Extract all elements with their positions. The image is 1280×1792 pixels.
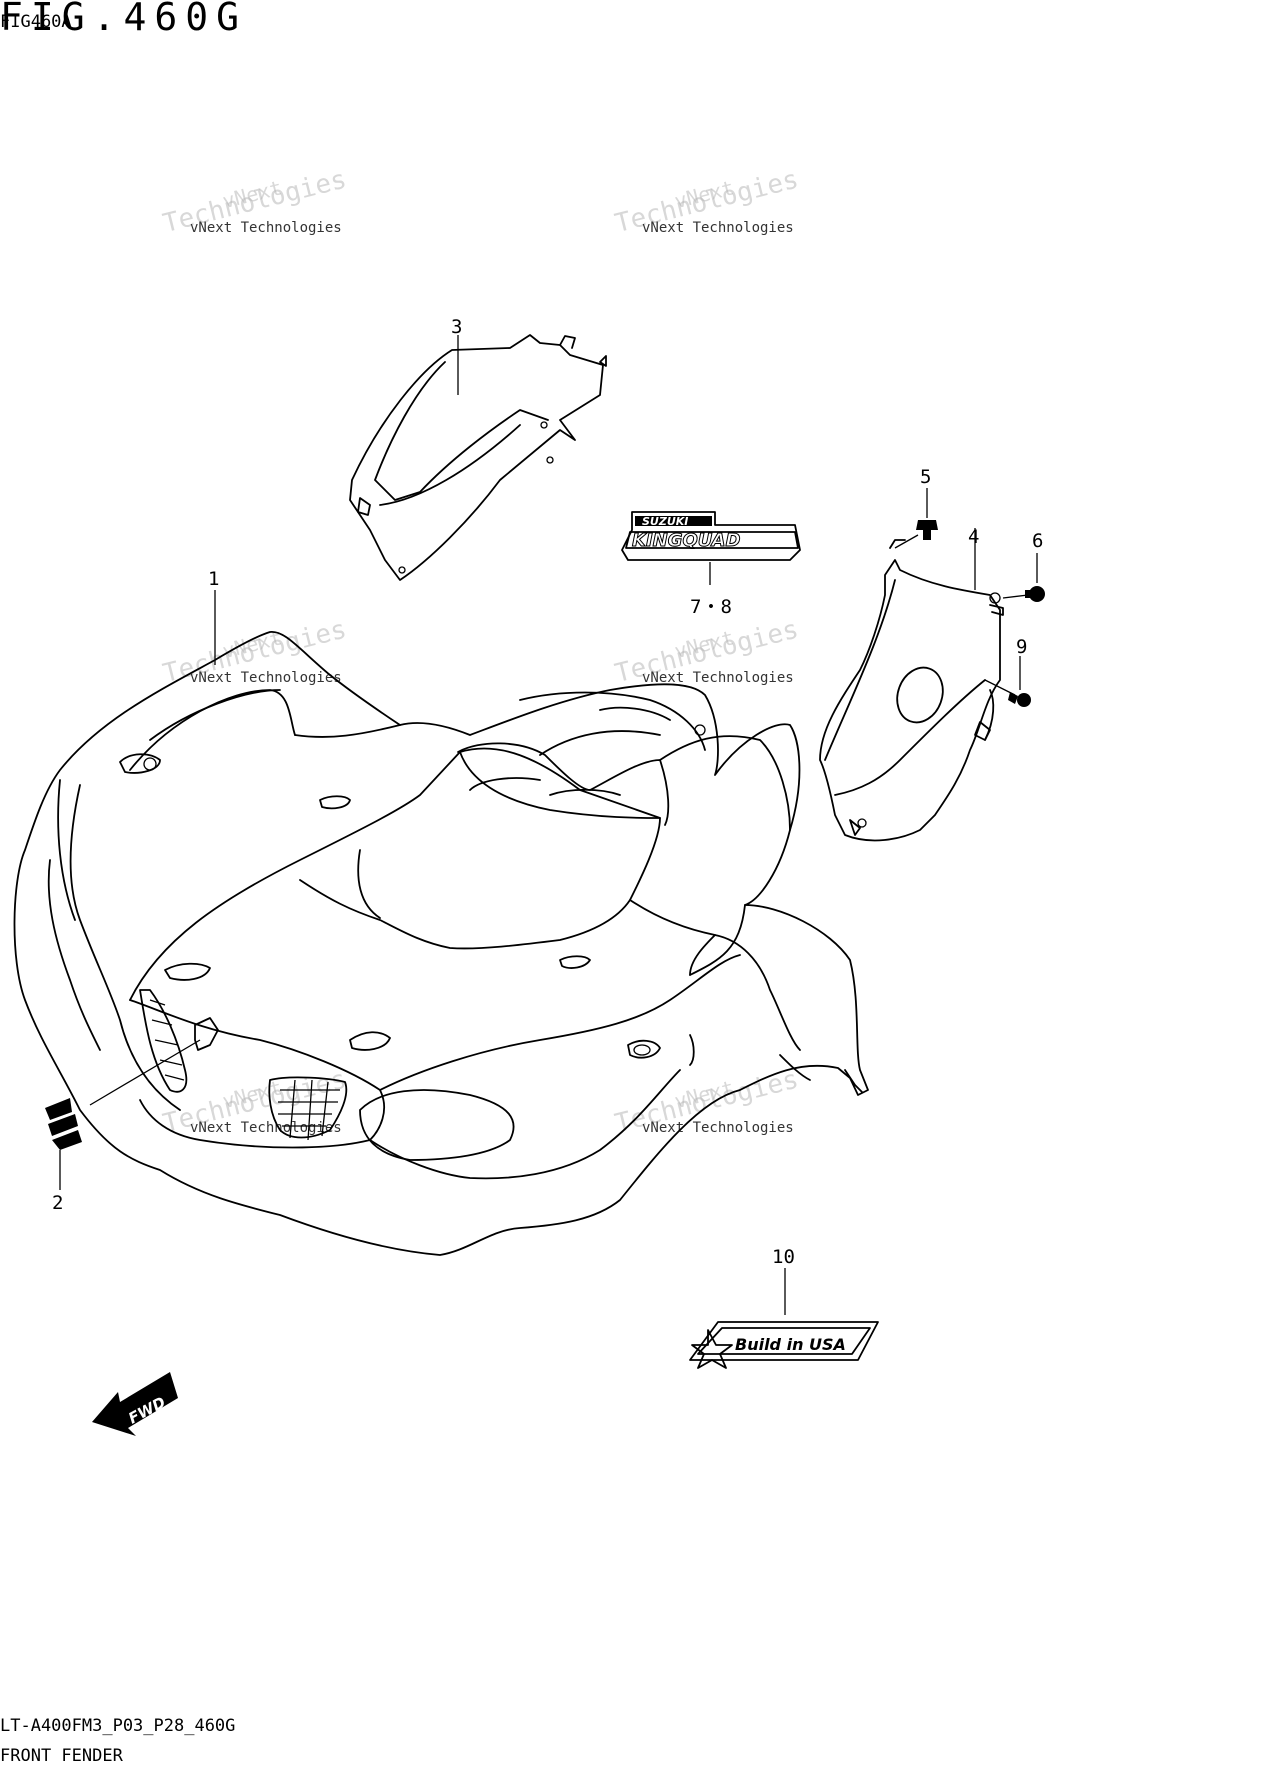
callout-7-8: 7・8 [690,596,732,618]
decal-kingquad: SUZUKI KINGQUAD [621,511,801,585]
figure-title: FIG.460G [0,0,248,39]
part-1-front-fender [13,631,869,1256]
decal-build-in-usa: Build in USA [689,1268,879,1369]
svg-text:SUZUKI: SUZUKI [642,515,688,528]
svg-text:KINGQUAD: KINGQUAD [632,530,741,551]
fwd-direction-arrow: FWD [92,1372,178,1436]
part-4-side-cover [819,539,1004,842]
callout-1: 1 [208,568,220,590]
fasteners [916,488,1045,707]
callout-4: 4 [968,526,980,548]
callout-3: 3 [451,316,463,338]
svg-text:Build in USA: Build in USA [735,1335,846,1354]
callout-5: 5 [920,466,932,488]
diagram-name: FRONT FENDER [0,1746,123,1766]
figure-subtitle: FIG460A [0,12,72,32]
callout-9: 9 [1016,636,1028,658]
diagram-code: LT-A400FM3_P03_P28_460G [0,1716,236,1736]
callout-10: 10 [772,1246,795,1268]
leader-lines [214,335,976,665]
part-2-emblem [45,1039,201,1190]
part-3-cover [349,334,607,581]
callout-6: 6 [1032,530,1044,552]
callout-2: 2 [52,1192,64,1214]
